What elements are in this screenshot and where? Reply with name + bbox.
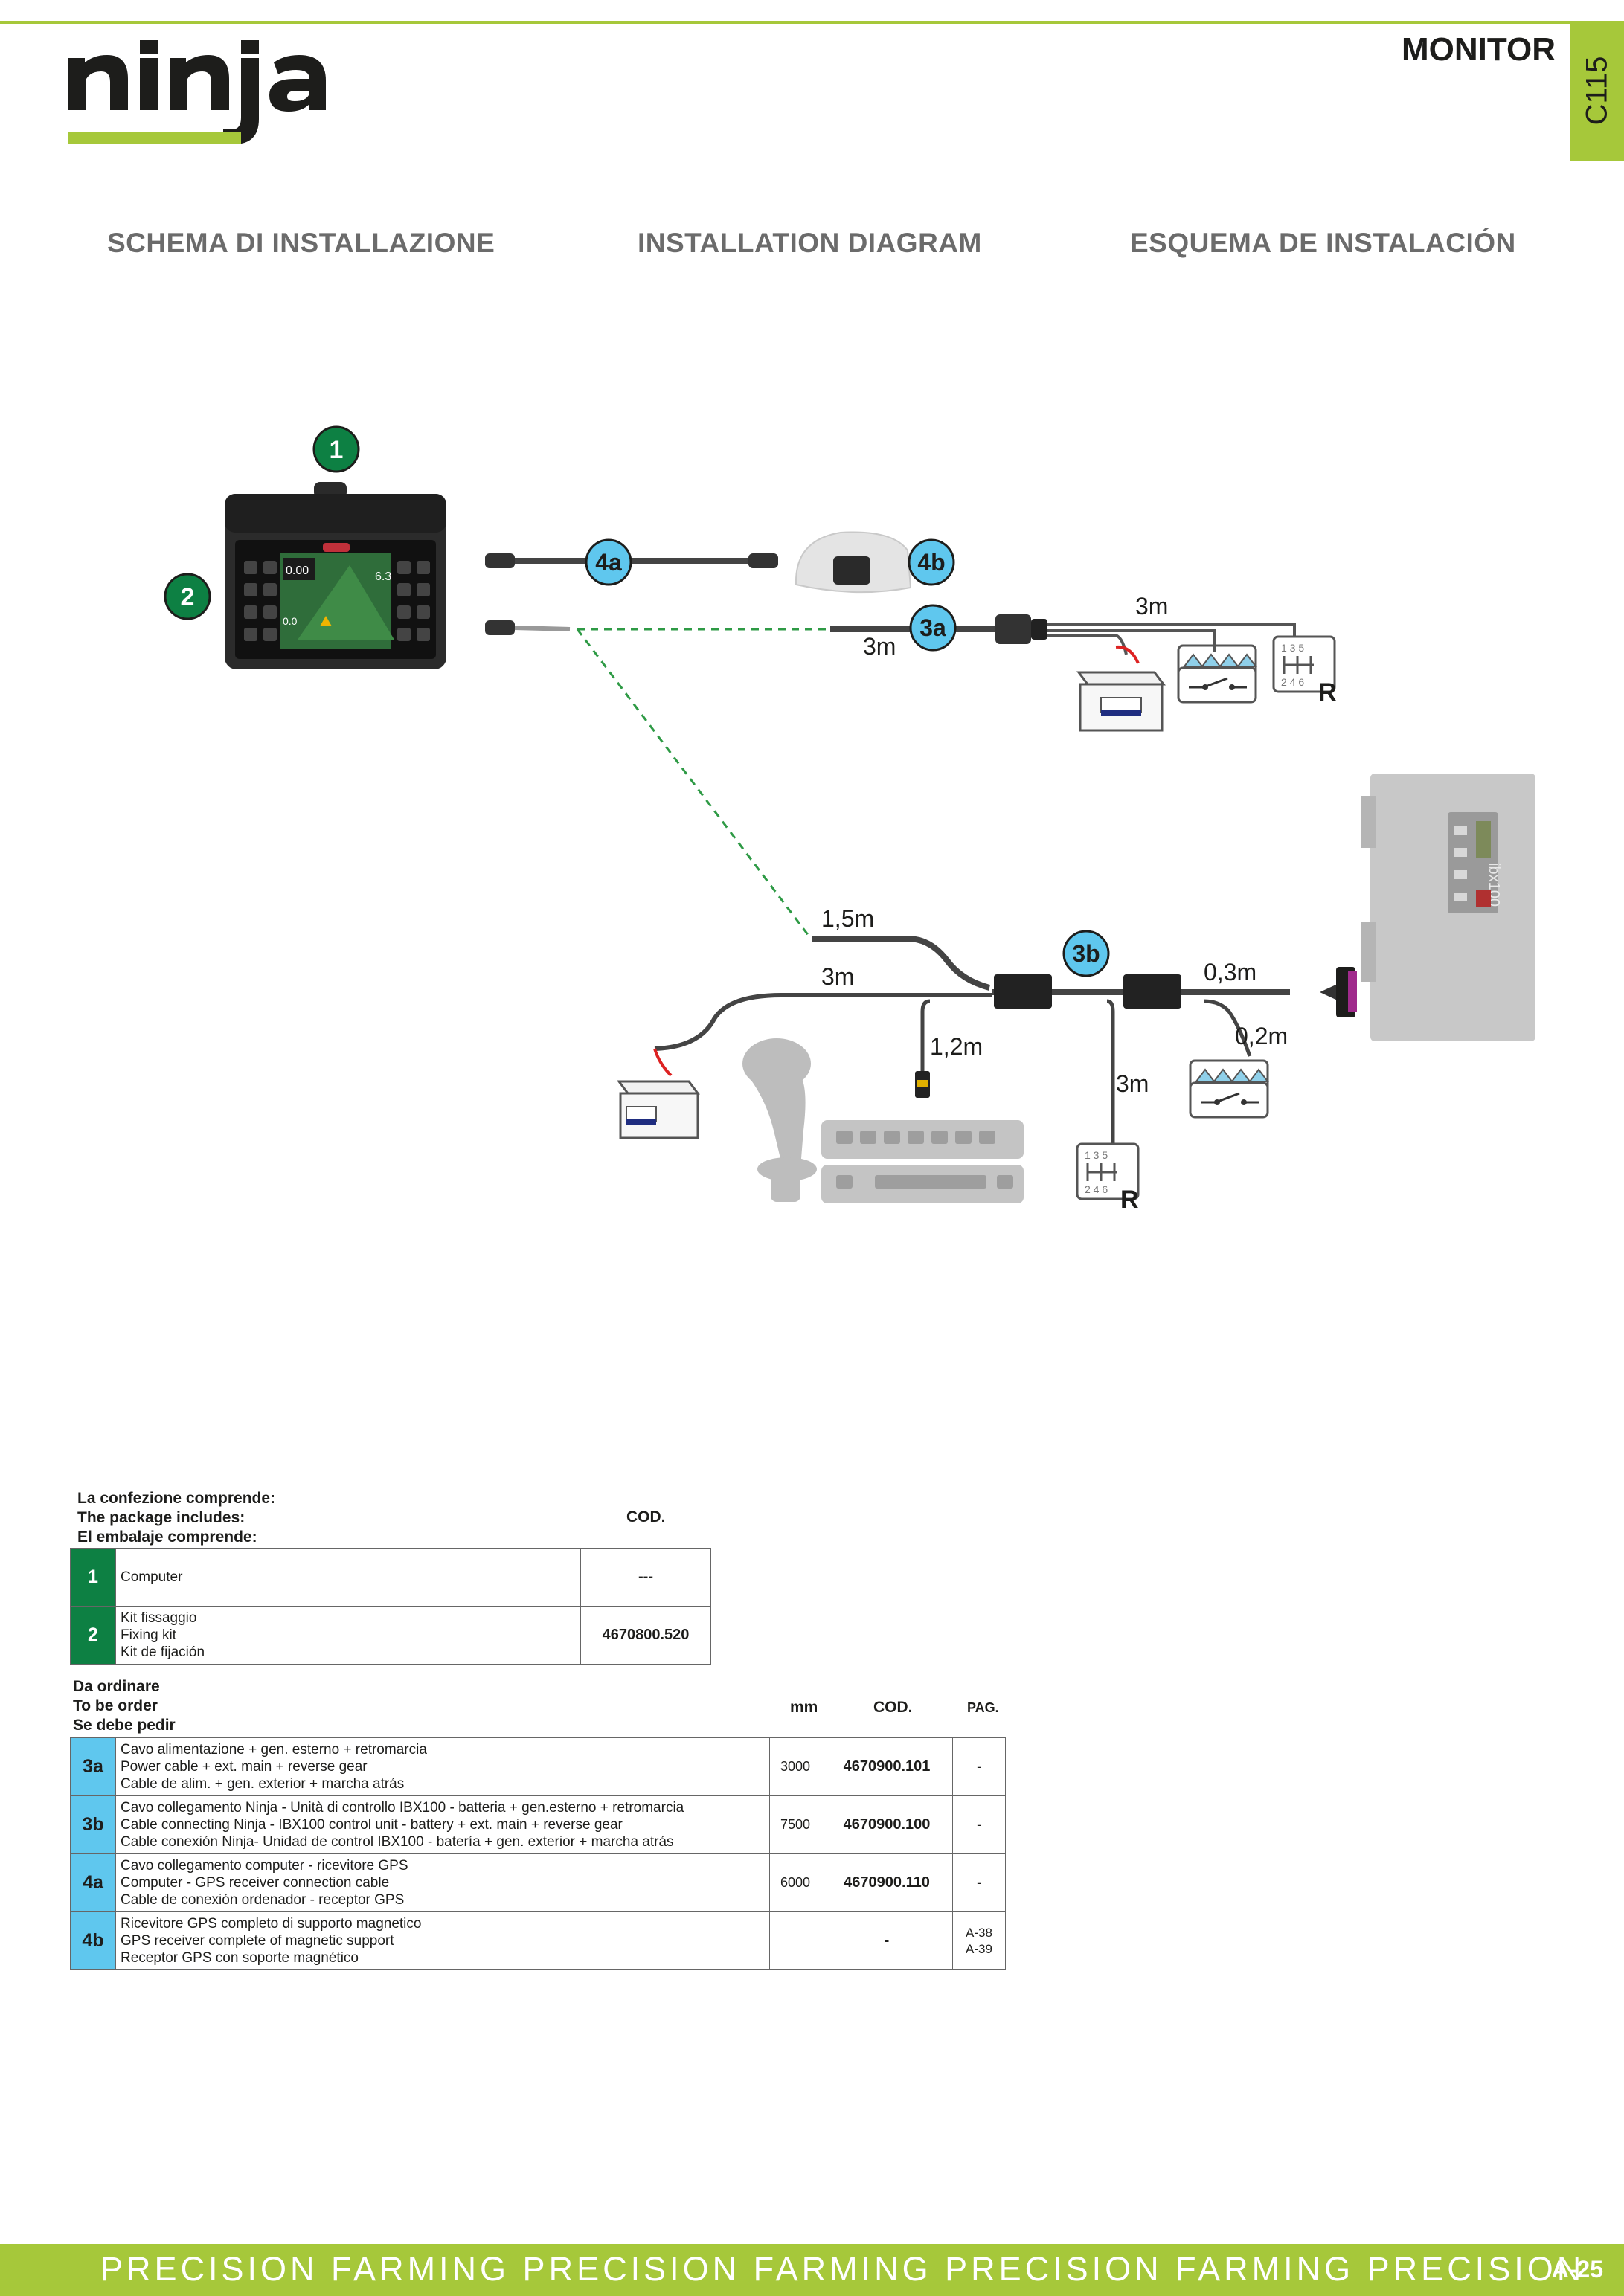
length-02m: 0,2m <box>1235 1023 1288 1049</box>
row-number: 3b <box>70 1795 116 1854</box>
row-description: Cavo collegamento Ninja - Unità di contr… <box>115 1795 770 1854</box>
row-number: 1 <box>70 1548 116 1607</box>
footer-slogan: PRECISION FARMING PRECISION FARMING PREC… <box>100 2250 1585 2288</box>
order-table: 3a Cavo alimentazione + gen. esterno + r… <box>70 1737 1006 1970</box>
marker-1: 1 <box>312 425 360 473</box>
length-12m: 1,2m <box>930 1033 983 1060</box>
length-3a-low: 3m <box>863 633 896 660</box>
gear-a-reverse: R <box>1318 678 1337 707</box>
length-3a-top: 3m <box>1135 593 1168 620</box>
screen-value-2: 6.3 <box>375 570 391 583</box>
section-title: MONITOR <box>1402 31 1556 68</box>
svg-text:3b: 3b <box>1072 940 1100 967</box>
marker-4a: 4a <box>585 538 632 586</box>
footer-band: PRECISION FARMING PRECISION FARMING PREC… <box>0 2244 1624 2296</box>
order-title-es: Se debe pedir <box>73 1717 176 1734</box>
row-page: - <box>952 1737 1006 1796</box>
row-number: 4a <box>70 1853 116 1912</box>
reverse-gear-icon-b: 1 3 5 2 4 6 R <box>1076 1142 1140 1214</box>
battery-icon-b <box>617 1080 700 1139</box>
joystick-image <box>742 1038 817 1202</box>
gear-b-bottom: 2 4 6 <box>1085 1183 1108 1195</box>
svg-text:4b: 4b <box>917 549 945 576</box>
heading-es: ESQUEMA DE INSTALACIÓN <box>1130 228 1516 258</box>
marker-3b: 3b <box>1062 930 1110 977</box>
row-description: Cavo alimentazione + gen. esterno + retr… <box>115 1737 770 1796</box>
battery-icon-a <box>1076 671 1166 732</box>
heading-it: SCHEMA DI INSTALLAZIONE <box>107 228 495 258</box>
order-col-mm: mm <box>790 1699 818 1716</box>
svg-text:2: 2 <box>181 583 195 611</box>
screen-value-3: 0.0 <box>283 615 298 627</box>
heading-en: INSTALLATION DIAGRAM <box>638 228 982 258</box>
package-title-en: The package includes: <box>77 1509 245 1526</box>
length-03m: 0,3m <box>1204 959 1256 985</box>
order-title-it: Da ordinare <box>73 1678 160 1695</box>
ibx100-control-unit: ibx100 <box>1361 774 1535 1041</box>
gear-a-bottom: 2 4 6 <box>1281 676 1304 688</box>
installation-diagram: 0.00 6.3 0.0 <box>164 425 1535 1214</box>
section-tab: C115 <box>1570 21 1624 161</box>
svg-text:1: 1 <box>330 436 344 464</box>
page-number: A-25 <box>1551 2256 1603 2283</box>
row-page: - <box>952 1853 1006 1912</box>
order-title-en: To be order <box>73 1697 158 1714</box>
order-col-cod: COD. <box>873 1699 913 1716</box>
row-description: Computer <box>115 1548 581 1607</box>
top-accent-line <box>0 21 1624 24</box>
table-row: 4a Cavo collegamento computer - ricevito… <box>70 1853 1006 1912</box>
external-switch-icon-a <box>1177 644 1257 704</box>
gps-receiver <box>795 531 912 594</box>
row-description: Ricevitore GPS completo di supporto magn… <box>115 1911 770 1970</box>
length-3b-down: 3m <box>1116 1070 1149 1097</box>
row-mm: 6000 <box>769 1853 821 1912</box>
row-mm: 7500 <box>769 1795 821 1854</box>
package-title-es: El embalaje comprende: <box>77 1528 257 1546</box>
dashed-connection <box>576 628 827 939</box>
marker-4b: 4b <box>908 538 955 586</box>
marker-2: 2 <box>164 573 211 620</box>
svg-text:3a: 3a <box>919 614 946 641</box>
marker-3a: 3a <box>909 604 957 652</box>
row-number: 3a <box>70 1737 116 1796</box>
table-row: 1 Computer --- <box>70 1548 711 1607</box>
ninja-logo <box>68 40 326 144</box>
package-title: La confezione comprende: The package inc… <box>77 1489 275 1547</box>
external-switch-icon-b <box>1189 1059 1269 1119</box>
screen-value-1: 0.00 <box>286 565 309 577</box>
row-page: - <box>952 1795 1006 1854</box>
row-code: 4670900.101 <box>821 1737 953 1796</box>
row-code: 4670800.520 <box>580 1606 711 1665</box>
row-description: Cavo collegamento computer - ricevitore … <box>115 1853 770 1912</box>
row-code: 4670900.110 <box>821 1853 953 1912</box>
table-row: 3b Cavo collegamento Ninja - Unità di co… <box>70 1795 1006 1854</box>
row-mm: 3000 <box>769 1737 821 1796</box>
gear-a-top: 1 3 5 <box>1281 642 1304 654</box>
order-col-pag: PAG. <box>967 1700 999 1715</box>
reverse-gear-icon-a: 1 3 5 2 4 6 R <box>1272 635 1337 707</box>
gear-b-top: 1 3 5 <box>1085 1149 1108 1161</box>
monitor-device: 0.00 6.3 0.0 <box>225 482 446 669</box>
length-3b-left: 3m <box>821 963 854 990</box>
length-15m: 1,5m <box>821 905 874 932</box>
cable-3b <box>653 936 1357 1145</box>
package-title-it: La confezione comprende: <box>77 1490 276 1507</box>
row-mm <box>769 1911 821 1970</box>
gear-b-reverse: R <box>1120 1186 1139 1214</box>
order-title: Da ordinare To be order Se debe pedir <box>73 1677 176 1735</box>
package-col-cod: COD. <box>626 1508 666 1525</box>
row-number: 4b <box>70 1911 116 1970</box>
row-number: 2 <box>70 1606 116 1665</box>
row-code: --- <box>580 1548 711 1607</box>
table-row: 3a Cavo alimentazione + gen. esterno + r… <box>70 1737 1006 1796</box>
svg-text:4a: 4a <box>595 549 622 576</box>
row-code: - <box>821 1911 953 1970</box>
row-code: 4670900.100 <box>821 1795 953 1854</box>
control-panel-image <box>821 1120 1024 1203</box>
table-row: 4b Ricevitore GPS completo di supporto m… <box>70 1911 1006 1970</box>
